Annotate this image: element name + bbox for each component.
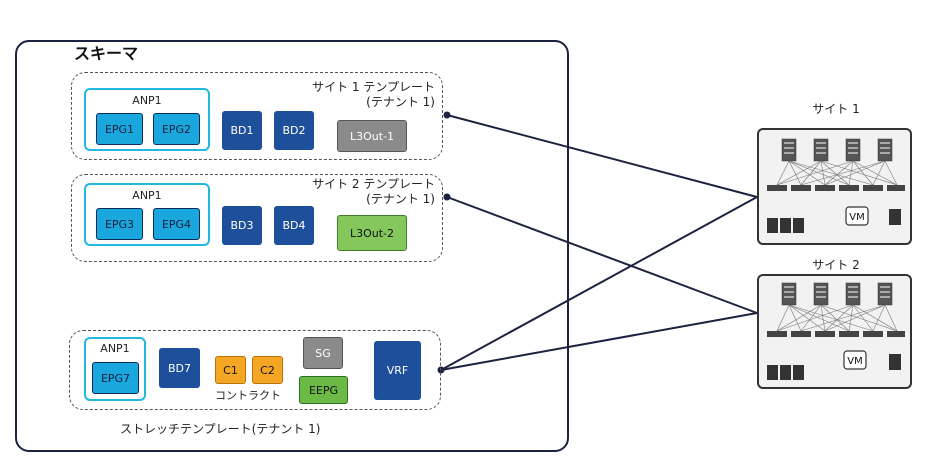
contract-c1-box: C1 xyxy=(215,356,246,384)
site2-vm-label: VM xyxy=(847,356,862,367)
link-stretch-site1 xyxy=(440,196,758,371)
contract-c2-box: C2 xyxy=(252,356,283,384)
site2-template-label-line2: (テナント 1) xyxy=(366,192,435,206)
l3out-2-box: L3Out-2 xyxy=(337,215,407,251)
site1-title: サイト 1 xyxy=(812,102,860,116)
link-stretch-site2 xyxy=(440,312,758,371)
site2-template-label-line1: サイト 2 テンプレート xyxy=(312,177,435,191)
stretch-template-label: ストレッチテンプレート(テナント 1) xyxy=(120,422,321,436)
site1-vm-label: VM xyxy=(849,212,864,223)
site2-fabric-icon: VM xyxy=(767,282,905,380)
bd3-box: BD3 xyxy=(222,206,262,245)
site2-box: VM xyxy=(757,274,912,389)
epg2-box: EPG2 xyxy=(153,113,200,145)
link-template2-site2 xyxy=(446,196,758,314)
eepg-box: EEPG xyxy=(299,376,348,404)
schema-title: スキーマ xyxy=(74,44,139,63)
site2-title: サイト 2 xyxy=(812,258,860,272)
epg3-box: EPG3 xyxy=(96,208,143,240)
site1-template-label: サイト 1 テンプレート (テナント 1) xyxy=(283,80,435,110)
site2-template xyxy=(71,174,443,262)
vrf-box: VRF xyxy=(374,341,421,400)
connector-dot-template1 xyxy=(443,111,451,119)
stretch-template xyxy=(69,330,441,410)
bd7-box: BD7 xyxy=(159,348,200,388)
schema-container xyxy=(15,40,569,452)
site1-template-label-line2: (テナント 1) xyxy=(366,95,435,109)
contract-label: コントラクト xyxy=(215,389,281,402)
sg-box: SG xyxy=(303,337,343,369)
epg1-box: EPG1 xyxy=(96,113,143,145)
l3out-1-box: L3Out-1 xyxy=(337,120,407,152)
site1-box: VM xyxy=(757,128,912,245)
anp-title: ANP1 xyxy=(100,342,130,355)
site1-template-label-line1: サイト 1 テンプレート xyxy=(312,80,435,94)
site2-template-label: サイト 2 テンプレート (テナント 1) xyxy=(283,177,435,207)
anp-title: ANP1 xyxy=(132,94,162,107)
anp-title: ANP1 xyxy=(132,189,162,202)
bd4-box: BD4 xyxy=(274,206,314,245)
epg7-box: EPG7 xyxy=(92,362,139,394)
bd2-box: BD2 xyxy=(274,111,314,150)
bd1-box: BD1 xyxy=(222,111,262,150)
site1-template xyxy=(71,72,443,160)
link-template1-site1 xyxy=(446,114,758,198)
connector-dot-stretch xyxy=(437,366,445,374)
site1-fabric-icon: VM xyxy=(767,138,905,233)
epg4-box: EPG4 xyxy=(153,208,200,240)
connector-dot-template2 xyxy=(443,193,451,201)
